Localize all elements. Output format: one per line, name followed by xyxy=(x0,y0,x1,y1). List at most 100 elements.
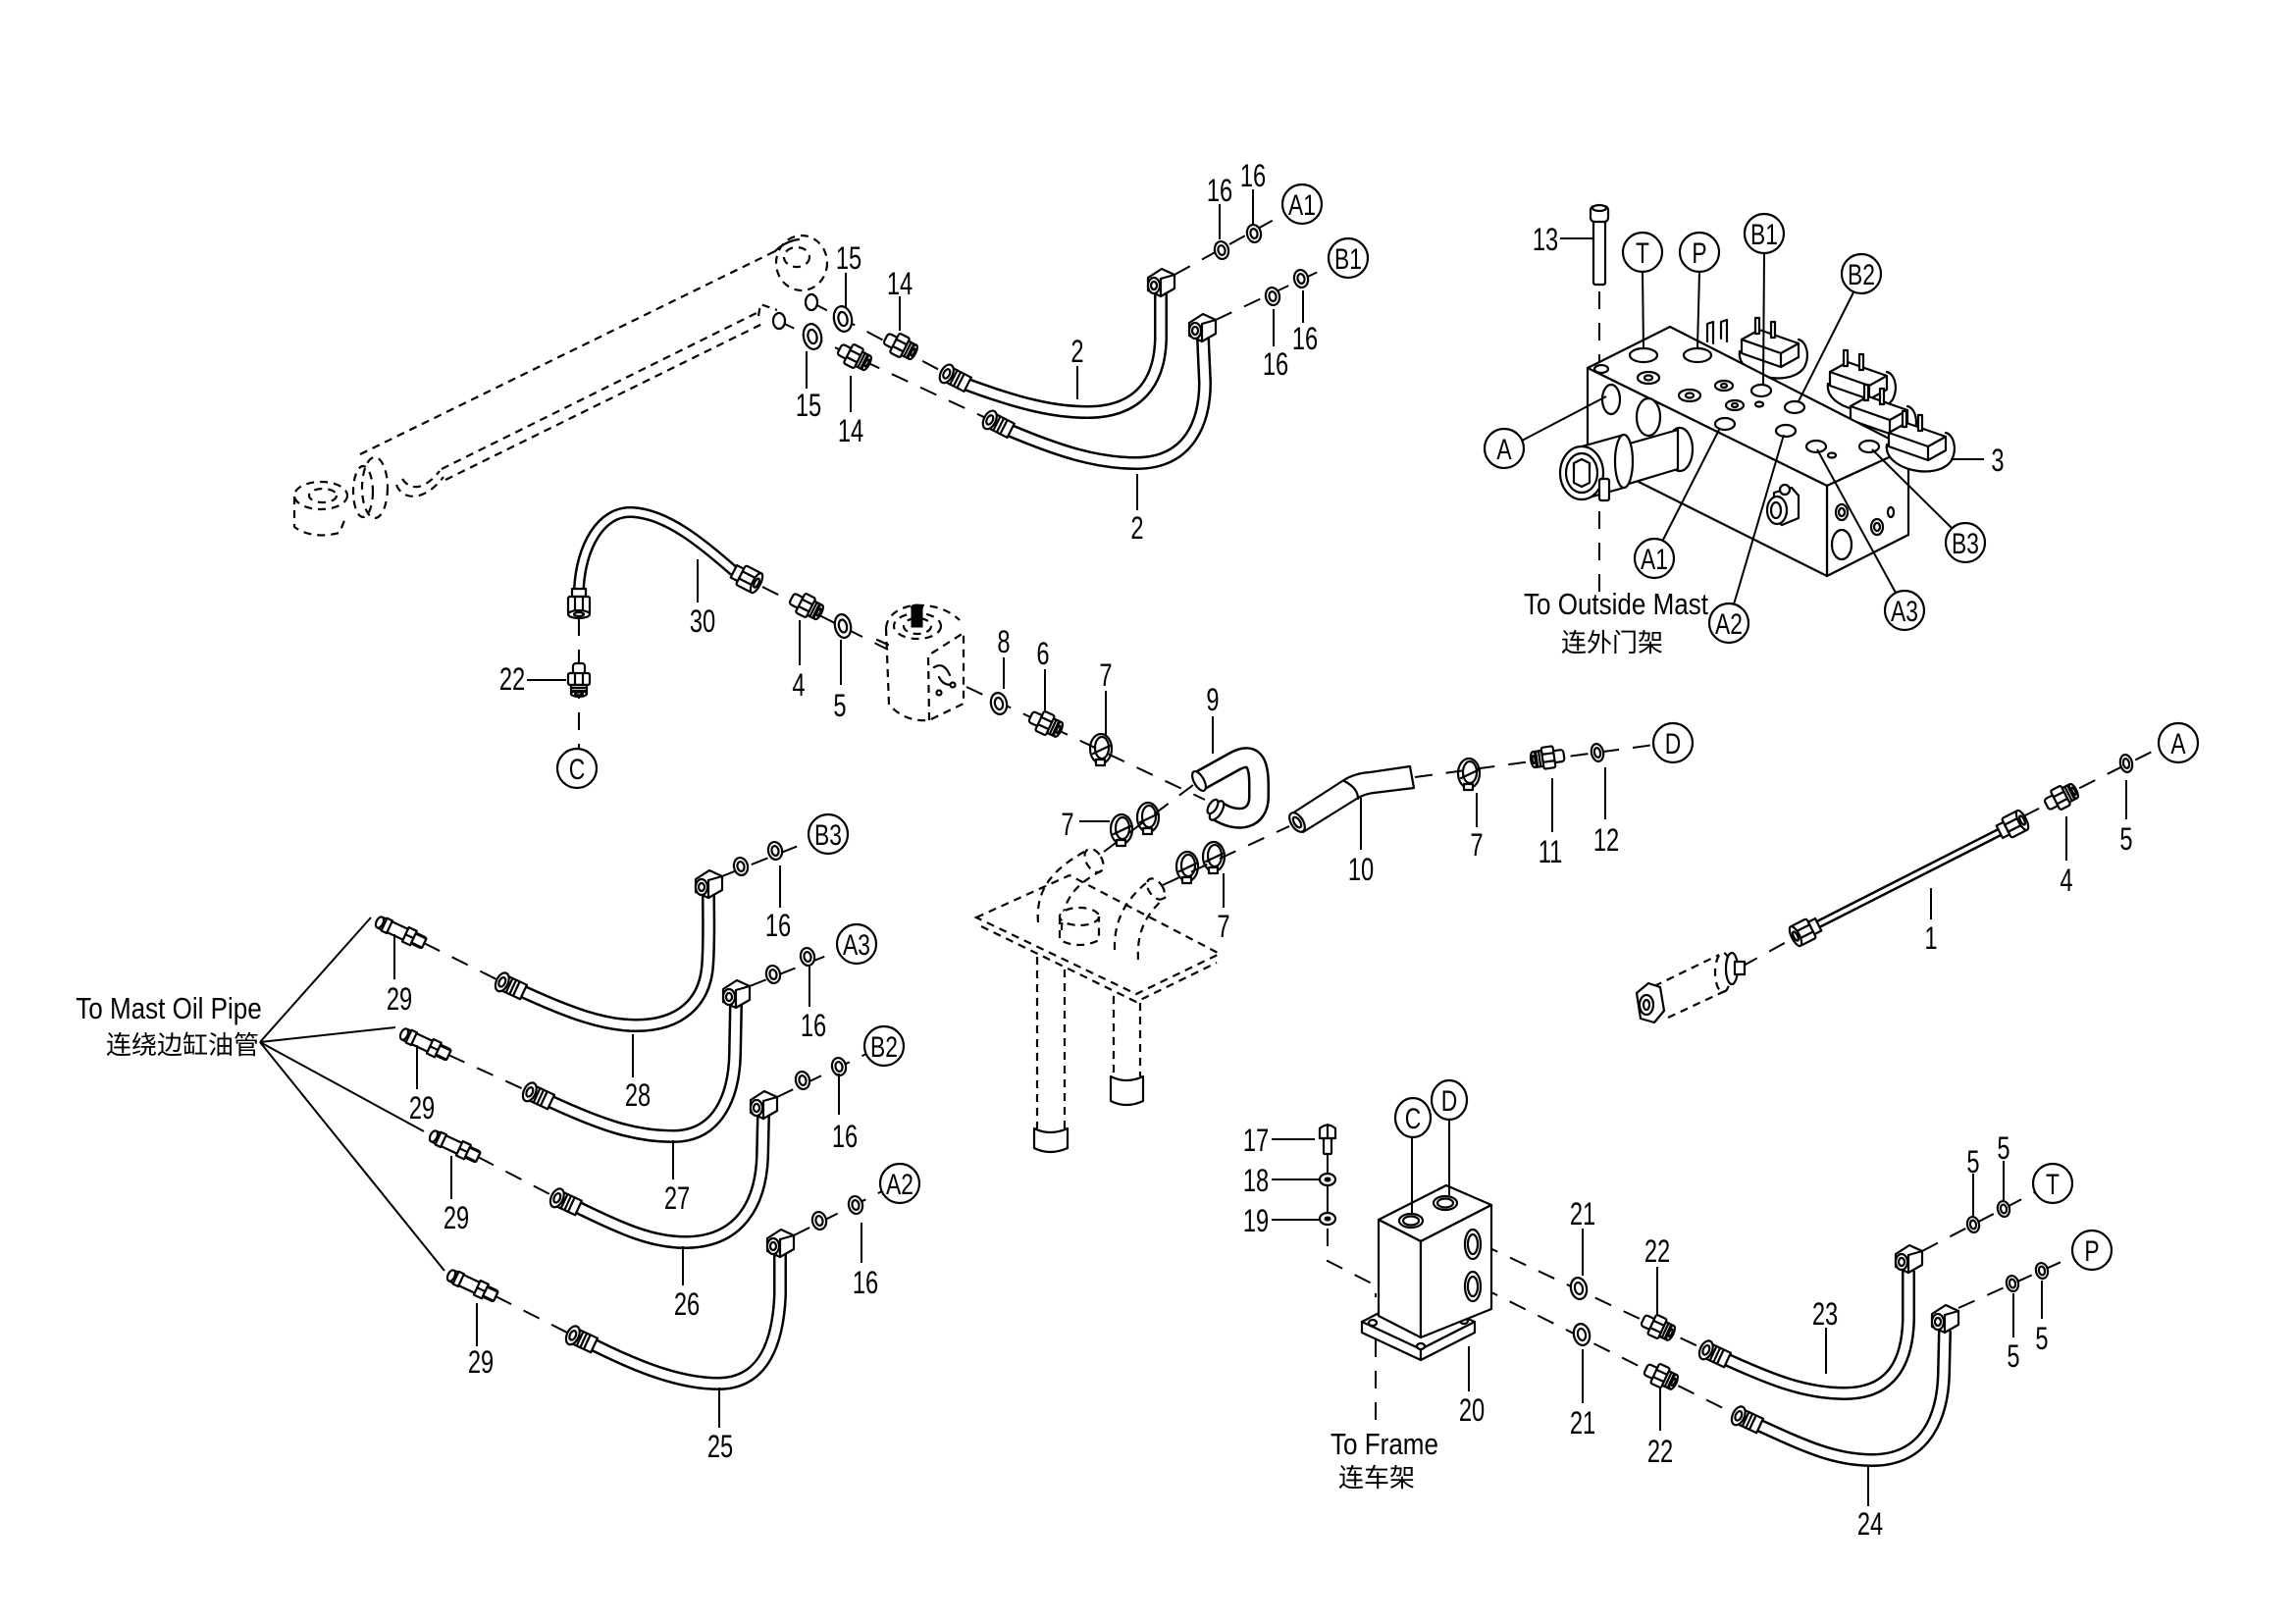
elbow-hose-27-bore xyxy=(724,991,734,1003)
fitting-29-1-hex-flat xyxy=(404,933,415,940)
fitting-4-hex-flat xyxy=(797,604,810,613)
elbow-hose-26-bore xyxy=(752,1102,761,1114)
callout-5: 5 xyxy=(2035,1322,2048,1356)
fitting-29-1 xyxy=(374,916,428,950)
fitting-14-lower-hex-flat xyxy=(845,355,859,364)
elbow-hose-2-lower-port xyxy=(1187,321,1203,341)
washer xyxy=(1569,1277,1589,1300)
washer xyxy=(2034,1261,2050,1281)
callout-26: 26 xyxy=(674,1287,700,1322)
solenoid-rear-2-pin xyxy=(1857,352,1865,372)
elbow-hose-2-upper-bore xyxy=(1149,280,1159,291)
valve20-left-face xyxy=(1377,1218,1423,1339)
front-fitting-bore xyxy=(1769,500,1783,520)
port-ref-circle xyxy=(2031,1162,2074,1205)
fitting-4-pressure xyxy=(2043,782,2079,811)
washer-inner xyxy=(837,310,849,328)
port-ref-letter: A2 xyxy=(886,1168,913,1201)
cylinder-port-boss xyxy=(757,302,778,317)
u-hose-9-spigot xyxy=(1206,798,1220,815)
port-ref-circle xyxy=(1678,231,1721,274)
callout-7: 7 xyxy=(1061,808,1073,842)
callout-21: 21 xyxy=(1570,1406,1595,1441)
washer xyxy=(764,964,782,985)
port-hole-A3 xyxy=(1804,439,1828,454)
cylinder-rod-eye-body xyxy=(292,497,347,537)
hose-2-upper-axis xyxy=(1174,213,1285,276)
washer xyxy=(1572,1323,1592,1346)
callout-5: 5 xyxy=(1997,1131,2009,1166)
leader-line xyxy=(259,1041,445,1272)
hose-27-port-axis xyxy=(749,950,840,987)
solenoid-rear-2-pin xyxy=(1842,348,1850,368)
end-pilot xyxy=(1886,505,1896,519)
port-ref-letter: B2 xyxy=(870,1030,898,1064)
valve20-port-C-bore xyxy=(1401,1215,1421,1227)
solenoid-rear-3-pin xyxy=(1878,387,1886,406)
pump-flange-tick xyxy=(875,638,890,647)
port-ref-circle xyxy=(1393,1096,1433,1139)
cylinder-rod-collar-outer xyxy=(360,455,390,520)
hose-30-lower-nut-bore xyxy=(572,610,586,618)
solenoid-end-pin xyxy=(1901,409,1908,429)
plug-center xyxy=(1684,392,1696,399)
fitting-29-4 xyxy=(445,1269,499,1303)
port-ref-circle xyxy=(555,747,599,790)
callout-1: 1 xyxy=(1924,921,1937,956)
port-ref-circle xyxy=(1633,537,1676,580)
port-hole-B2 xyxy=(1783,399,1806,415)
port-ref-circle xyxy=(1707,602,1750,645)
port-ref-circle xyxy=(1944,521,1987,564)
elbow-hose-2-upper xyxy=(1146,267,1176,298)
washer-inner xyxy=(2037,1265,2047,1277)
washer-inner xyxy=(736,861,746,872)
pump-inlet-axis xyxy=(761,586,889,651)
washer xyxy=(1213,239,1230,261)
washer xyxy=(847,1194,864,1216)
gear-pump xyxy=(875,603,965,722)
callout-29: 29 xyxy=(444,1201,469,1235)
hose-25-end-thread xyxy=(582,1334,592,1350)
hose-28-end-bore xyxy=(497,976,507,988)
washer xyxy=(732,856,750,877)
washer-inner xyxy=(837,618,849,634)
hose-28-end-thread xyxy=(511,980,521,997)
sensor-port xyxy=(1638,993,1655,1017)
solenoid-rear-3-pin xyxy=(1862,383,1870,402)
washer-19-hole xyxy=(1324,1216,1331,1222)
port-ref-circle xyxy=(1327,236,1370,280)
washer-inner xyxy=(2121,758,2131,769)
suction-hose-10-body xyxy=(1290,764,1416,834)
washer-outer xyxy=(1213,239,1230,261)
pressure-axis xyxy=(2022,747,2161,817)
suction-tube-left-collar xyxy=(1032,1126,1070,1154)
washer xyxy=(830,1056,848,1077)
fitting-29-axis xyxy=(423,942,501,982)
hose-24-core xyxy=(1758,1330,1950,1465)
hose-25-port-axis xyxy=(793,1190,883,1236)
leader-line xyxy=(1642,271,1644,349)
suction-plate-assembly xyxy=(973,847,1223,1154)
hose-23-end-thread xyxy=(1708,1344,1718,1362)
port-ref-circle xyxy=(1483,427,1526,470)
fitting-6-bore xyxy=(1055,724,1062,735)
callout-21: 21 xyxy=(1570,1197,1595,1231)
elbow-hose-25-bore xyxy=(768,1240,778,1252)
pump-bolt-hole xyxy=(949,681,957,689)
hose-27 xyxy=(548,1004,743,1143)
port-ref-A1: A1 xyxy=(1280,183,1324,226)
port-ref-circle xyxy=(1430,1078,1469,1122)
callout-5: 5 xyxy=(2119,822,2132,857)
fitting-14-upper-hex-flat xyxy=(891,344,905,353)
bolt-17-axis xyxy=(1327,1229,1377,1297)
elbow-hose-28-port xyxy=(694,877,709,897)
hose-2-upper-end xyxy=(938,363,972,393)
port-ref-letter: B3 xyxy=(1952,527,1979,560)
solenoid-rear-1-pin xyxy=(1753,316,1761,336)
callout-16: 16 xyxy=(1292,322,1318,356)
leader-line xyxy=(259,917,372,1043)
bolt-13-socket xyxy=(1591,203,1608,213)
leader-line xyxy=(1521,395,1607,442)
callout-16: 16 xyxy=(765,909,791,943)
cylinder-head-inner xyxy=(782,245,811,269)
